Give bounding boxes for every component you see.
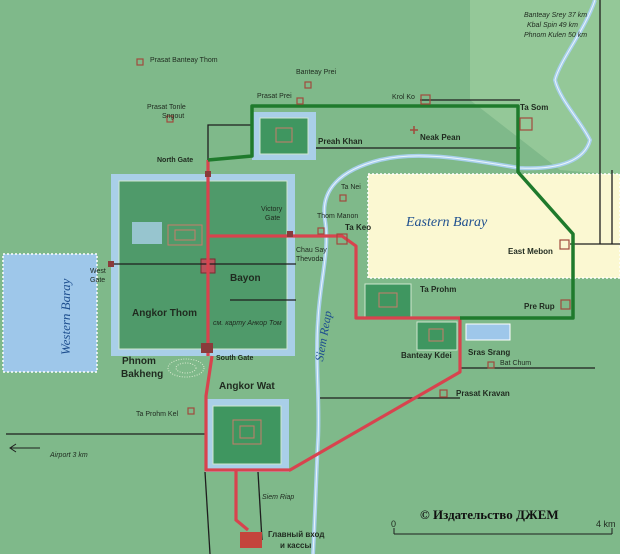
label-chau-say: Chau Say — [296, 247, 327, 254]
scale-bar-ticks — [393, 528, 613, 534]
road-north — [207, 124, 252, 160]
label-phnom: Phnom — [122, 356, 156, 367]
east-mebon-marker — [559, 239, 570, 250]
highlands-area — [470, 0, 620, 175]
western-baray — [2, 253, 98, 373]
victory-gate-marker — [287, 231, 293, 237]
eastern-baray — [367, 173, 620, 279]
label-bayon: Bayon — [230, 273, 261, 284]
copyright-text: © Издательство ДЖЕМ — [420, 507, 559, 522]
bat-chum-marker — [487, 361, 495, 369]
royal-palace — [167, 224, 203, 246]
label-angkor-wat: Angkor Wat — [219, 381, 275, 392]
label-west: West — [90, 268, 106, 275]
scale-bar — [393, 528, 613, 535]
north-gate-marker — [205, 171, 211, 177]
phnom-bakheng-hill — [167, 358, 205, 378]
scale-end-label: 4 km — [596, 519, 616, 529]
label-thevoda: Thevoda — [296, 256, 324, 263]
distance-kbal-spin: Kbal Spin 49 km — [527, 22, 578, 29]
ta-prohm-temple — [364, 283, 412, 319]
west-gate-marker — [108, 261, 114, 267]
label-ta-nei: Ta Nei — [341, 184, 361, 191]
phnom-bakheng-summit — [175, 362, 197, 374]
grand-circuit-route — [207, 104, 575, 320]
label-neak-pean: Neak Pean — [420, 133, 461, 142]
pre-rup-marker — [560, 299, 571, 310]
gate-markers — [108, 171, 293, 353]
label-angkor-thom-map-ref: см. карту Анкор Том — [213, 320, 282, 327]
ta-som-marker — [519, 117, 533, 131]
label-banteay-kdei: Banteay Kdei — [401, 351, 452, 360]
scale-start-label: 0 — [391, 519, 397, 529]
label-sras-srang: Sras Srang — [468, 348, 511, 357]
label-victory: Victory — [261, 206, 283, 213]
label-ta-som: Ta Som — [520, 103, 549, 112]
label-east-mebon: East Mebon — [508, 247, 553, 256]
label-siem-riap: Siem Riap — [262, 494, 295, 501]
label-angkor-thom: Angkor Thom — [132, 308, 197, 319]
krol-ko-marker — [420, 94, 431, 105]
phimeanakas — [174, 229, 196, 241]
preah-khan-core — [275, 127, 293, 143]
label-thom-manon: Thom Manon — [317, 213, 359, 220]
south-gate-marker — [201, 343, 213, 353]
srah-srei-pond — [132, 222, 162, 244]
prasat-tonle-sngout-marker — [166, 115, 174, 123]
ta-prohm-kel-marker — [187, 407, 195, 415]
label-sngout: Sngout — [162, 113, 185, 120]
banteay-kdei-temple — [416, 321, 458, 351]
label-prasat-prei: Prasat Prei — [257, 93, 292, 100]
road-south-a — [204, 471, 211, 554]
label-bakheng: Bakheng — [121, 369, 164, 380]
label-pre-rup: Pre Rup — [524, 302, 555, 311]
label-west-gate: Gate — [90, 277, 106, 284]
label-prasat-banteay-thom: Prasat Banteay Thom — [150, 57, 218, 64]
temple-markers — [136, 58, 571, 415]
banteay-kdei-core — [428, 328, 444, 342]
prasat-prei-marker — [296, 97, 304, 105]
preah-khan-temple — [259, 117, 309, 155]
distance-phnom-kulen: Phnom Kulen 50 km — [524, 32, 588, 39]
label-ticket-office: и кассы — [280, 541, 312, 550]
label-victory-gate: Gate — [265, 215, 281, 222]
label-ta-keo: Ta Keo — [345, 223, 372, 232]
banteay-prei-marker — [304, 81, 312, 89]
prasat-banteay-thom-marker — [136, 58, 144, 66]
neak-pean-marker — [410, 126, 418, 134]
ta-nei-marker — [339, 194, 347, 202]
label-ta-prohm: Ta Prohm — [420, 285, 457, 294]
label-main-entrance: Главный вход — [268, 530, 325, 539]
airport-arrow-icon — [9, 443, 40, 453]
label-bat-chum: Bat Chum — [500, 360, 532, 367]
label-western-baray: Western Baray — [58, 278, 73, 355]
roads — [6, 0, 620, 554]
label-krol-ko: Krol Ko — [392, 94, 415, 101]
siem-reap-river-highlight — [312, 0, 596, 554]
entrance-route — [234, 470, 250, 532]
angkor-wat-enclosure — [212, 405, 282, 465]
ta-keo-marker — [336, 233, 348, 245]
prasat-kravan-marker — [439, 389, 448, 398]
label-airport: Airport 3 km — [50, 452, 88, 459]
label-eastern-baray: Eastern Baray — [406, 215, 488, 230]
label-prasat-kravan: Prasat Kravan — [456, 389, 510, 398]
ta-prohm-core — [378, 292, 398, 308]
label-banteay-prei: Banteay Prei — [296, 69, 337, 76]
angkor-wat-central — [239, 425, 255, 439]
chau-say-marker — [317, 227, 325, 235]
distance-banteay-srey: Banteay Srey 37 km — [524, 12, 588, 19]
label-north-gate: North Gate — [157, 157, 194, 164]
label-ta-prohm-kel: Ta Prohm Kel — [136, 411, 179, 418]
label-preah-khan: Preah Khan — [318, 137, 363, 146]
small-circuit-route — [204, 160, 462, 472]
label-south-gate: South Gate — [216, 355, 254, 362]
road-south-b — [257, 471, 263, 541]
sras-srang-pond — [465, 323, 511, 341]
main-entrance-building — [240, 532, 262, 548]
label-prasat-tonle: Prasat Tonle — [147, 104, 186, 111]
angkor-wat-temple — [232, 419, 262, 445]
